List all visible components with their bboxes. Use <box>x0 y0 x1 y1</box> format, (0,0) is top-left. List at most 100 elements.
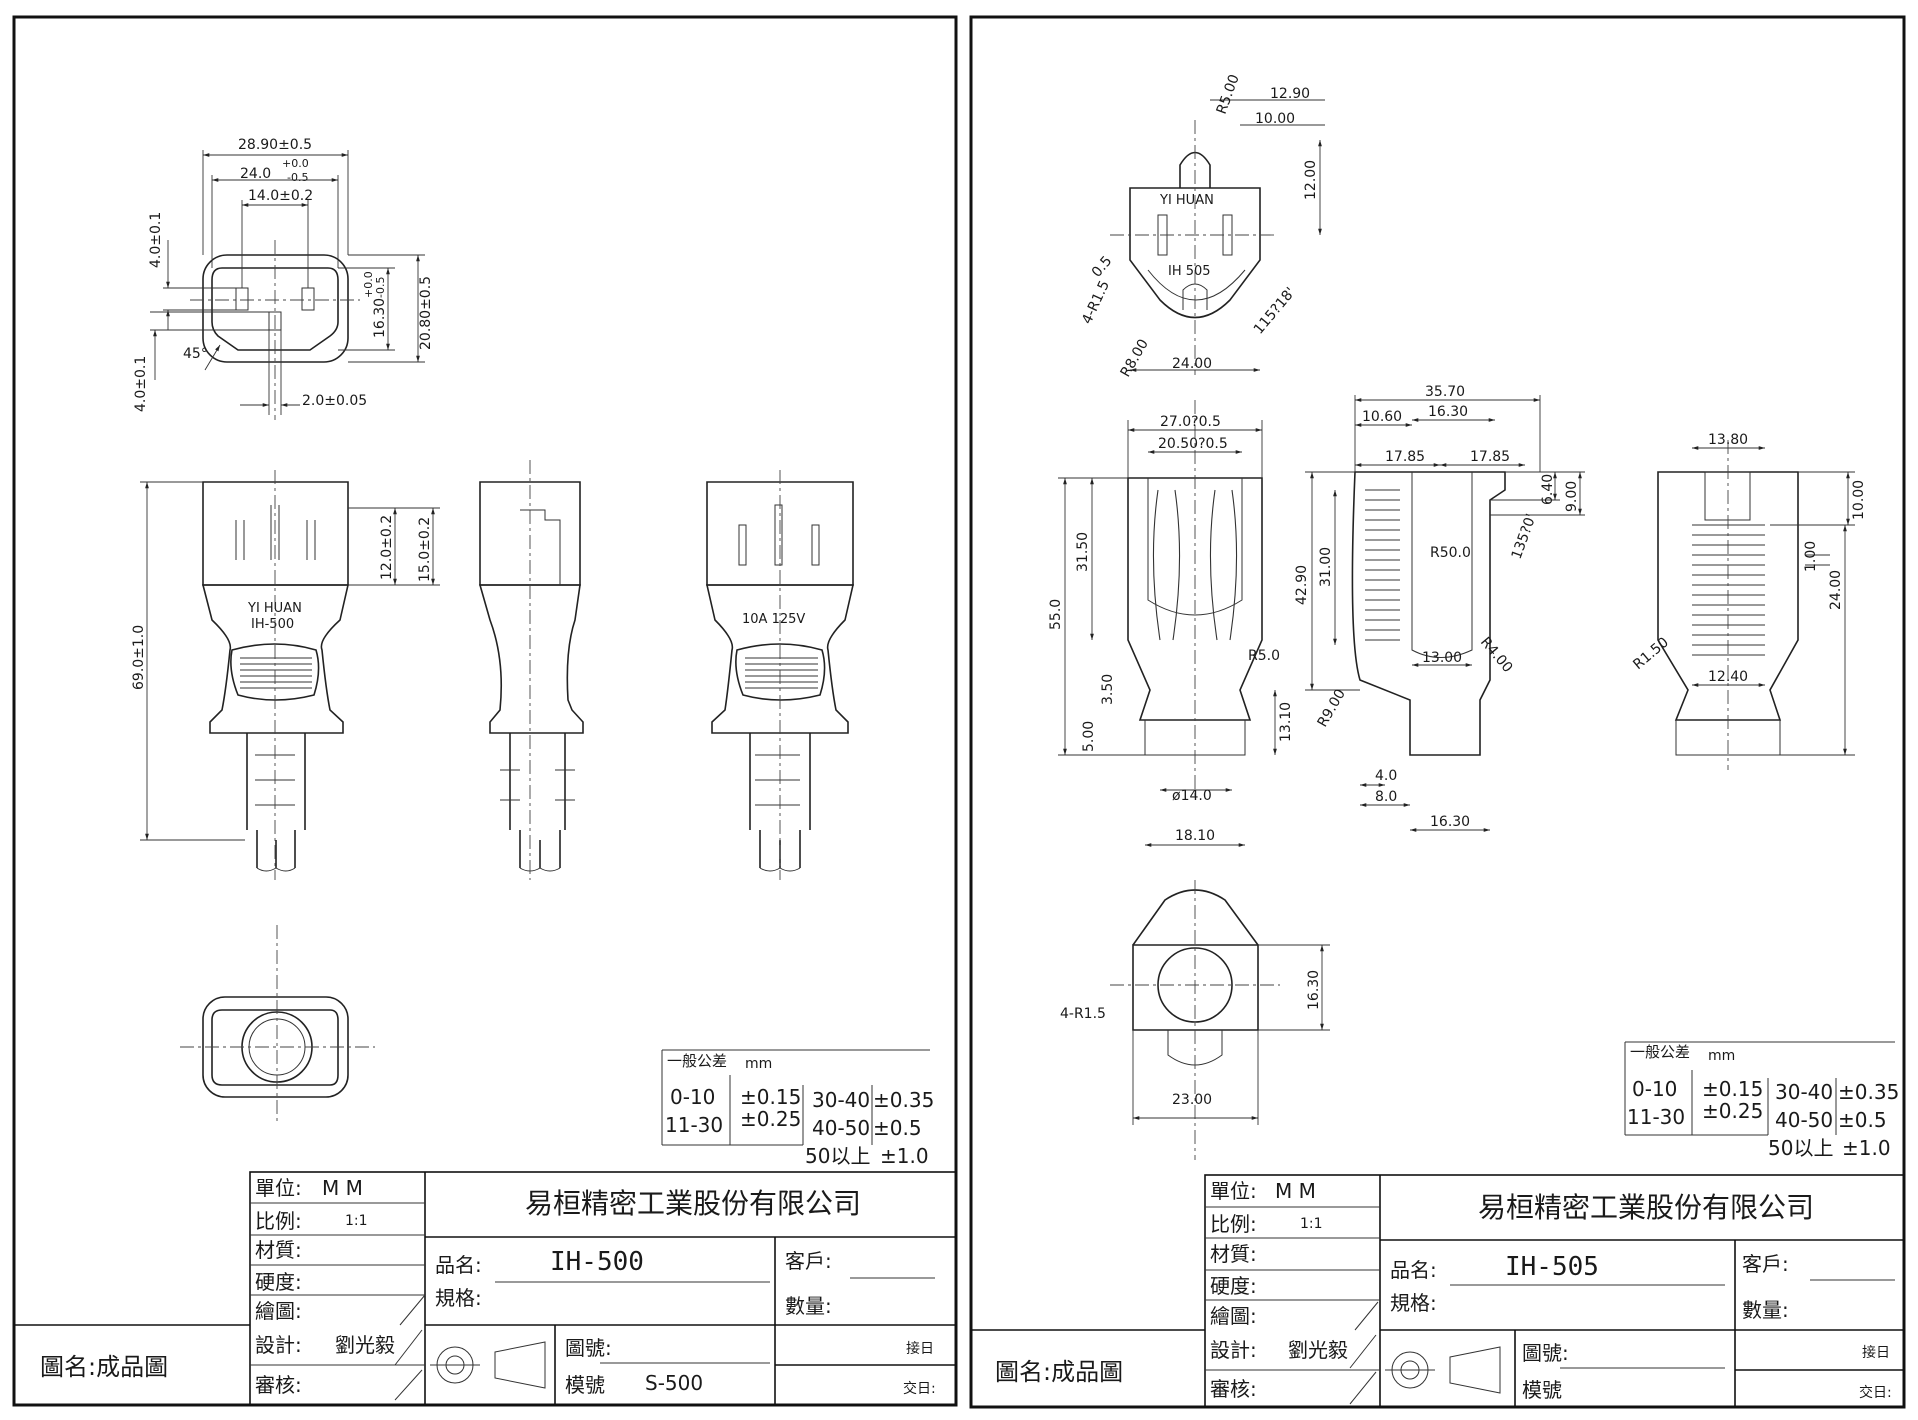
dim-h-outer: 20.80±0.5 <box>418 276 434 350</box>
tol2-t4: ±0.5 <box>1838 1108 1887 1132</box>
dim-1060: 10.60 <box>1362 409 1402 425</box>
dim-depth2: 15.0±0.2 <box>417 517 433 582</box>
dim-h-inner-tol-bot: -0.5 <box>374 277 387 298</box>
dim-350: 3.50 <box>1100 674 1116 705</box>
company-name: 易桓精密工業股份有限公司 <box>525 1187 861 1220</box>
scale-label: 比例: <box>255 1209 302 1233</box>
tolerance-table: 一般公差 mm 0-10 11-30 ±0.15 ±0.25 30-40 ±0.… <box>661 1049 934 1168</box>
tol-t5: ±1.0 <box>880 1144 929 1168</box>
front-view-2: 27.0?0.5 20.50?0.5 55.0 31.50 3.50 5.00 … <box>1048 400 1294 847</box>
tol2-r4: 40-50 <box>1775 1108 1833 1132</box>
mold-no-label-2: 模號 <box>1522 1378 1562 1402</box>
dim-pin-w: 2.0±0.05 <box>302 393 367 409</box>
tol-r3: 30-40 <box>812 1088 870 1112</box>
side-view-2: 35.70 10.60 16.30 17.85 17.85 6.40 9.00 … <box>1294 384 1585 832</box>
tol2-t2: ±0.25 <box>1702 1099 1763 1123</box>
receive-label-2: 接日 <box>1862 1344 1890 1361</box>
unit-value: M M <box>322 1176 363 1200</box>
dim-pin-spacing: 14.0±0.2 <box>248 188 313 204</box>
design-label-2: 設計: <box>1210 1338 1257 1362</box>
plug-face-view: YI HUAN IH 505 12.90 10.00 R5.00 12.00 0… <box>1079 72 1325 380</box>
dim-w-outer: 28.90±0.5 <box>238 137 312 153</box>
front-view: YI HUAN IH-500 69.0±1.0 12.0±0.2 15.0±0.… <box>131 470 440 880</box>
tol-unit: mm <box>745 1056 772 1072</box>
tol-t1: ±0.15 <box>740 1085 801 1109</box>
sheet-ih500: 28.90±0.5 24.0 +0.0 -0.5 14.0±0.2 4.0±0.… <box>12 15 958 1407</box>
tol-r5: 50以上 <box>805 1144 870 1168</box>
tol-t4: ±0.5 <box>873 1116 922 1140</box>
dim-r5: R5.00 <box>1214 72 1243 116</box>
dim-w-inner: 24.0 <box>240 166 271 182</box>
dim-h-inner-tol-top: +0.0 <box>362 271 375 298</box>
material-label: 材質: <box>255 1238 302 1262</box>
designer-name: 劉光毅 <box>335 1333 395 1357</box>
plug-model-label: IH 505 <box>1168 264 1211 279</box>
dim-1000: 10.00 <box>1255 111 1295 127</box>
review-label: 審核: <box>255 1373 302 1397</box>
dim-1630b: 16.30 <box>1430 814 1470 830</box>
dim-1380: 13.80 <box>1708 432 1748 448</box>
dim-3100: 31.00 <box>1318 547 1334 587</box>
sheet-ih505: YI HUAN IH 505 12.90 10.00 R5.00 12.00 0… <box>969 15 1906 1409</box>
hardness-label: 硬度: <box>255 1270 302 1294</box>
face-view: 28.90±0.5 24.0 +0.0 -0.5 14.0±0.2 4.0±0.… <box>133 137 434 420</box>
drawing-no-label: 圖號: <box>565 1336 612 1360</box>
tol-row1: 0-10 <box>670 1085 715 1109</box>
dim-angle: 45° <box>183 346 208 362</box>
dim-2400: 24.00 <box>1172 356 1212 372</box>
tol-r4: 40-50 <box>812 1116 870 1140</box>
tol-row2: 11-30 <box>665 1113 723 1137</box>
tol-t3: ±0.35 <box>873 1088 934 1112</box>
dim-w-inner-tol-top: +0.0 <box>282 157 309 170</box>
back-view: 10A 125V <box>705 470 855 880</box>
dim-3150: 31.50 <box>1075 532 1091 572</box>
review-label-2: 審核: <box>1210 1377 1257 1401</box>
dim-length: 69.0±1.0 <box>131 625 147 690</box>
drawing-title-2: 圖名:成品圖 <box>995 1358 1123 1386</box>
scale-value-2: 1:1 <box>1300 1216 1323 1232</box>
dim-r50: R5.0 <box>1248 648 1280 664</box>
dim-100: 1.00 <box>1803 541 1819 572</box>
dim-1810: 18.10 <box>1175 828 1215 844</box>
customer-label: 客戶: <box>785 1249 832 1273</box>
dim-05: 0.5 <box>1089 253 1116 280</box>
drawing-no-label-2: 圖號: <box>1522 1341 1569 1365</box>
deliver-label-2: 交日: <box>1859 1384 1892 1401</box>
dim-h-inner: 16.30 <box>372 298 388 338</box>
dim-r15-bottom: 4-R1.5 <box>1060 1006 1106 1022</box>
dim-2050: 20.50?0.5 <box>1158 436 1228 452</box>
scale-value: 1:1 <box>345 1213 368 1229</box>
product-name-label: 品名: <box>435 1253 482 1277</box>
front-model-label: IH-500 <box>251 617 294 632</box>
dim-2707: 27.0?0.5 <box>1160 414 1221 430</box>
spec-label-2: 規格: <box>1390 1291 1437 1315</box>
tol2-row1: 0-10 <box>1632 1077 1677 1101</box>
dim-550: 55.0 <box>1048 599 1064 630</box>
dim-14: ø14.0 <box>1172 788 1212 804</box>
tol2-unit: mm <box>1708 1048 1735 1064</box>
tol-t2: ±0.25 <box>740 1107 801 1131</box>
dim-1290: 12.90 <box>1270 86 1310 102</box>
dim-1630a: 16.30 <box>1428 404 1468 420</box>
dim-1000b: 10.00 <box>1851 480 1867 520</box>
dim-1310: 13.10 <box>1278 702 1294 742</box>
mold-no-value: S-500 <box>645 1371 703 1395</box>
designer-name-2: 劉光毅 <box>1288 1338 1348 1362</box>
product-name-value: IH-500 <box>550 1247 644 1277</box>
dim-1630c: 16.30 <box>1306 970 1322 1010</box>
spec-label: 規格: <box>435 1286 482 1310</box>
dim-4290: 42.90 <box>1294 565 1310 605</box>
scale-label-2: 比例: <box>1210 1212 1257 1236</box>
quantity-label: 數量: <box>785 1294 832 1318</box>
mold-no-label: 模號 <box>565 1373 605 1397</box>
right-view: 13.80 10.00 1.00 24.00 R1.50 12.40 <box>1630 432 1867 770</box>
dim-2400b: 24.00 <box>1828 570 1844 610</box>
dim-pin-h-bot: 4.0±0.1 <box>133 356 149 412</box>
dim-40: 4.0 <box>1375 768 1397 784</box>
tol2-t5: ±1.0 <box>1842 1136 1891 1160</box>
tol2-t1: ±0.15 <box>1702 1077 1763 1101</box>
dim-r900: R9.00 <box>1315 687 1349 730</box>
dim-r400: R4.00 <box>1477 634 1516 676</box>
tol2-r3: 30-40 <box>1775 1080 1833 1104</box>
